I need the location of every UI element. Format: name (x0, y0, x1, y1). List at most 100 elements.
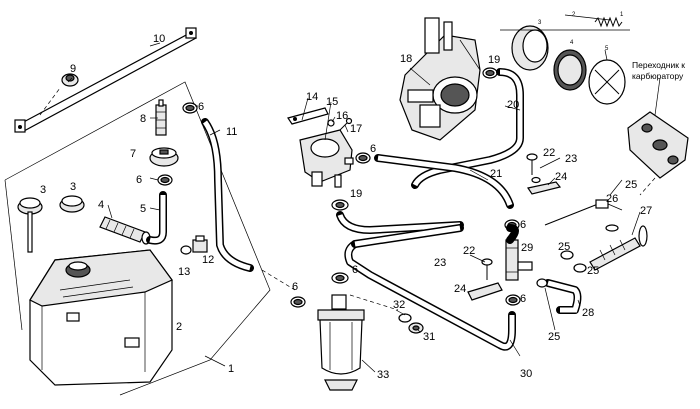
part-30-hose (344, 224, 519, 351)
label-31: 31 (423, 331, 435, 343)
label-32: 32 (393, 299, 405, 311)
label-6g: 6 (292, 281, 298, 293)
part-32-washer (398, 313, 412, 323)
label-18: 18 (400, 53, 412, 65)
part-8-vent-valve (155, 99, 167, 136)
part-23-washer-upper (531, 176, 541, 184)
label-26: 26 (606, 193, 618, 205)
tank-assembly-frame (4, 81, 271, 396)
small-label-5: 5 (605, 46, 609, 52)
label-6c: 6 (370, 143, 376, 155)
part-6-clamp-b (182, 102, 198, 114)
adapter-note-line1: Переходник к (632, 60, 685, 70)
label-6a: 6 (198, 101, 204, 113)
label-21: 21 (490, 168, 502, 180)
part-22-bolt-lower (481, 258, 493, 280)
part-21-hose (336, 154, 514, 234)
label-2: 2 (176, 321, 182, 333)
leader-lines (67, 14, 661, 373)
label-15: 15 (326, 96, 338, 108)
part-25-clip-c (536, 278, 548, 288)
part-22-bolt-upper (526, 153, 538, 175)
part-10-mounting-rod (14, 27, 198, 133)
label-22b: 22 (463, 245, 475, 257)
label-9: 9 (70, 63, 76, 75)
part-11-long-hose (201, 118, 254, 272)
callout-labels: 10 9 8 6 11 7 6 3 3 4 5 13 12 2 1 14 15 … (40, 12, 685, 381)
small-label-1: 1 (620, 12, 624, 18)
part-15-fuel-pump (299, 129, 354, 188)
part-12-fitting (192, 235, 208, 253)
label-1: 1 (228, 363, 234, 375)
label-19b: 19 (488, 54, 500, 66)
label-16: 16 (336, 110, 348, 122)
label-6f: 6 (520, 293, 526, 305)
label-5: 5 (140, 203, 146, 215)
part-19-clamp-b (482, 67, 498, 79)
part-28-bent-tube (544, 279, 582, 314)
label-3a: 3 (40, 184, 46, 196)
part-13-washer (180, 245, 192, 255)
part-27-choke-lever (589, 224, 648, 271)
small-label-2: 2 (572, 12, 576, 18)
part-3-cap (59, 195, 85, 213)
label-10: 10 (153, 33, 165, 45)
part-24-clip-upper (527, 181, 562, 195)
part-6-clamp-a (157, 174, 173, 186)
part-17-bolt (339, 117, 353, 131)
part-filter-element-4 (553, 49, 587, 91)
label-22a: 22 (543, 147, 555, 159)
part-14-bracket (287, 107, 329, 125)
label-7: 7 (130, 148, 136, 160)
part-spring-1 (594, 16, 623, 28)
label-11: 11 (226, 126, 237, 138)
small-label-3: 3 (538, 20, 542, 26)
label-28: 28 (582, 307, 594, 319)
label-25d: 25 (548, 331, 560, 343)
part-6-clamp-c (355, 152, 371, 164)
label-24a: 24 (555, 171, 567, 183)
small-label-4: 4 (570, 40, 574, 46)
part-4-strainer (99, 216, 151, 245)
part-20-hose (411, 68, 524, 189)
part-19-clamp-a (331, 199, 349, 211)
label-23b: 23 (434, 257, 446, 269)
label-6e: 6 (352, 264, 358, 276)
label-19a: 19 (350, 188, 362, 200)
part-filter-cover-5 (588, 59, 626, 105)
label-29: 29 (521, 242, 533, 254)
part-6-clamp-g (290, 296, 306, 308)
part-5-short-hose (146, 191, 167, 245)
label-8: 8 (140, 113, 146, 125)
adapter-note-line2: карбюратору (632, 71, 684, 81)
part-25-clip-a (560, 250, 574, 260)
part-29-t-connector (505, 239, 533, 281)
label-12: 12 (202, 254, 214, 266)
label-33: 33 (377, 369, 389, 381)
label-20: 20 (507, 99, 519, 111)
label-23a: 23 (565, 153, 577, 165)
label-4: 4 (98, 199, 104, 211)
part-3-cap-with-dipstick (17, 197, 43, 253)
part-6-clamp-f (505, 294, 521, 306)
label-30: 30 (520, 368, 532, 380)
part-31-nut (408, 322, 424, 334)
part-26-cable (544, 199, 609, 226)
label-25a: 25 (625, 179, 637, 191)
label-24b: 24 (454, 283, 466, 295)
part-25-clip-b (573, 263, 587, 273)
part-33-fuel-filter (317, 294, 365, 391)
part-18-carburettor (399, 17, 481, 141)
part-air-intake-3 (511, 25, 549, 71)
label-3b: 3 (70, 181, 76, 193)
label-13: 13 (178, 266, 190, 278)
label-17: 17 (350, 123, 362, 135)
label-14: 14 (306, 91, 318, 103)
carburettor-adapter (627, 111, 689, 179)
label-27: 27 (640, 205, 652, 217)
label-6d: 6 (520, 219, 526, 231)
label-25b: 25 (558, 241, 570, 253)
part-6-clamp-e (331, 272, 349, 284)
label-25c: 25 (587, 265, 599, 277)
